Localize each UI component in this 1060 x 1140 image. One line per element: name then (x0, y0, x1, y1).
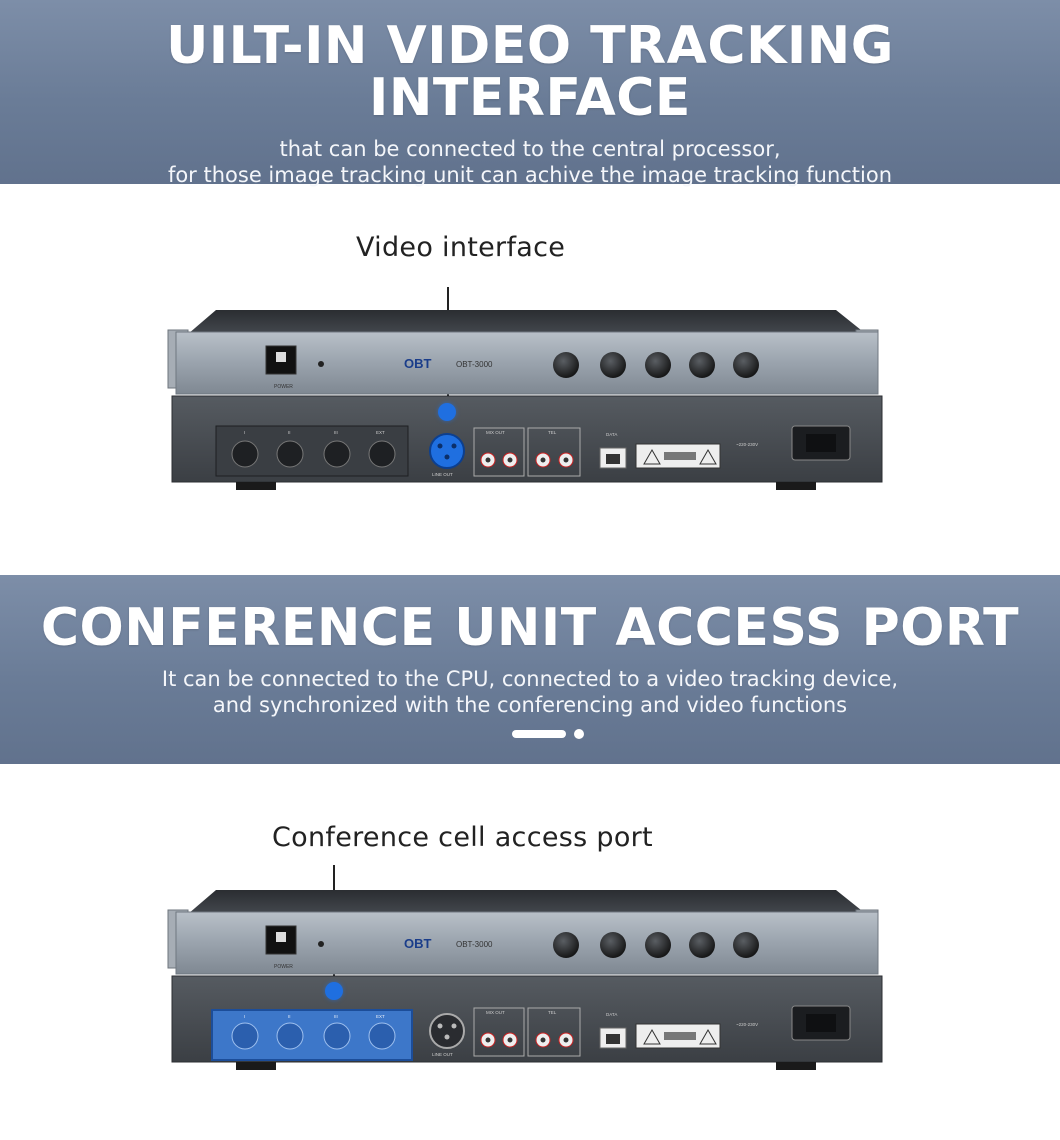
callout-video-interface: Video interface (356, 232, 566, 263)
svg-text:LINE OUT: LINE OUT (432, 472, 453, 477)
svg-text:~220-230V: ~220-230V (736, 442, 758, 447)
section-subtitle: It can be connected to the CPU, connecte… (0, 666, 1060, 718)
carousel-indicator (0, 728, 1060, 740)
section-title: CONFERENCE UNIT ACCESS PORT (40, 598, 1020, 658)
svg-text:III: III (334, 430, 338, 435)
subtitle-line-1: that can be connected to the central pro… (279, 137, 781, 161)
svg-text:DATA: DATA (606, 432, 617, 437)
subtitle-line-2: and synchronized with the conferencing a… (212, 693, 848, 717)
model-label: OBT-3000 (456, 360, 493, 369)
svg-text:POWER: POWER (274, 964, 293, 970)
svg-text:MIX OUT: MIX OUT (486, 430, 505, 435)
rack-device-image: POWER OBT OBT-3000 I II III EXT LINE OUT… (167, 310, 883, 490)
highlight-dot-conference-port (325, 982, 343, 1000)
power-label: POWER (274, 384, 293, 390)
svg-text:II: II (288, 1014, 291, 1019)
banner-video-tracking: UILT-IN VIDEO TRACKING INTERFACE that ca… (0, 0, 1060, 209)
knob-1 (553, 352, 579, 378)
svg-text:OBT: OBT (404, 936, 432, 951)
knob-3 (645, 352, 671, 378)
svg-text:LINE OUT: LINE OUT (432, 1052, 453, 1057)
svg-text:I: I (244, 430, 245, 435)
brand-logo-text: OBT (404, 356, 432, 371)
svg-text:EXT: EXT (376, 430, 385, 435)
knob-5 (733, 352, 759, 378)
banner-conference-unit: CONFERENCE UNIT ACCESS PORT It can be co… (0, 575, 1060, 764)
knob-4 (689, 352, 715, 378)
svg-text:I: I (244, 1014, 245, 1019)
svg-text:EXT: EXT (376, 1014, 385, 1019)
indicator-active (512, 730, 566, 738)
subtitle-line-2: for those image tracking unit can achive… (167, 163, 893, 187)
subtitle-line-1: It can be connected to the CPU, connecte… (161, 667, 899, 691)
carousel-indicator (0, 198, 1060, 210)
indicator-active (512, 200, 566, 208)
indicator-dot (574, 199, 584, 209)
svg-text:II: II (288, 430, 291, 435)
callout-conference-port: Conference cell access port (272, 822, 653, 853)
knob-2 (600, 352, 626, 378)
indicator-dot (574, 729, 584, 739)
svg-text:DATA: DATA (606, 1012, 617, 1017)
section-subtitle: that can be connected to the central pro… (0, 136, 1060, 188)
svg-text:MIX OUT: MIX OUT (486, 1010, 505, 1015)
svg-text:TEL: TEL (548, 1010, 557, 1015)
svg-text:OBT-3000: OBT-3000 (456, 940, 493, 949)
svg-text:TEL: TEL (548, 430, 557, 435)
highlight-dot-video-interface (438, 403, 456, 421)
svg-text:III: III (334, 1014, 338, 1019)
svg-text:~220-230V: ~220-230V (736, 1022, 758, 1027)
section-title: UILT-IN VIDEO TRACKING INTERFACE (166, 16, 894, 128)
rack-device-image-2: POWER OBT OBT-3000 I II III EXT LINE OUT… (167, 890, 883, 1070)
